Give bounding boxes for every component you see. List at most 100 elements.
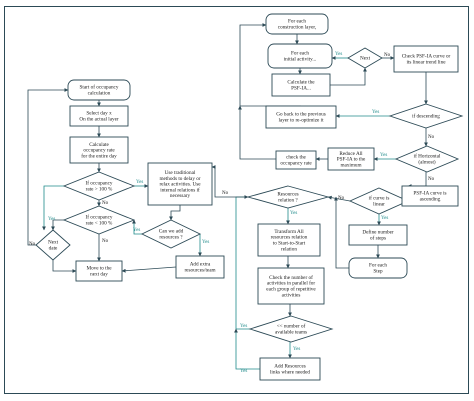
node-text-line: PSF-IA to the <box>337 157 366 163</box>
connector-arrow <box>42 185 64 231</box>
node-if-horizontal: if Horizontal(almost) <box>394 145 460 173</box>
node-text-line: check the <box>286 155 306 161</box>
node-if-descending: if descending <box>388 103 464 129</box>
node-shape <box>394 145 460 173</box>
node-text-line: On the actual layer <box>79 117 119 123</box>
node-text-line: of steps <box>370 235 386 242</box>
node-shape <box>348 257 408 279</box>
node-shape <box>347 47 383 69</box>
node-shape <box>265 105 337 129</box>
node-shape <box>327 147 375 171</box>
node-text-line: necessary <box>170 193 191 199</box>
node-text-line: occupancy rate <box>83 148 115 154</box>
node-shape <box>393 45 459 73</box>
edge-label-yes: Yes <box>372 110 379 115</box>
node-shape <box>69 105 129 127</box>
node-text-line: its linear trend line <box>406 60 446 66</box>
node-text-line: Start of occupancy <box>80 84 119 91</box>
node-shape <box>267 43 333 69</box>
connector-arrow <box>327 195 351 202</box>
connector-arrow <box>169 205 181 221</box>
node-text-line: initial activity... <box>284 57 317 63</box>
node-shape <box>35 229 71 261</box>
flowchart-edges <box>27 23 428 370</box>
node-text-line: resources ? <box>159 235 183 241</box>
node-text-line: Go back to the previous <box>276 112 326 118</box>
node-text-line: Use traditional <box>165 170 196 176</box>
edge-label-yes: Yes <box>380 153 387 158</box>
node-text-line: << number of <box>277 323 306 330</box>
node-text-line: Calculate <box>89 142 109 148</box>
node-text-line: If occupancy <box>86 214 113 221</box>
node-text-line: available teams <box>275 330 307 336</box>
node-text-line: construction layer, <box>278 25 316 31</box>
node-text-line: for the entire day <box>81 152 117 159</box>
edge-label-no: No <box>428 177 435 182</box>
node-text-line: if curve is <box>369 195 390 202</box>
connector-arrow <box>27 88 69 246</box>
connector-arrow <box>334 196 349 269</box>
node-text-line: Transform All <box>274 228 304 235</box>
edge-label-yes: Yes <box>240 369 247 374</box>
node-text-line: Reduce All <box>339 151 363 157</box>
node-shape <box>75 260 123 282</box>
node-text-line: Select day x <box>86 111 112 117</box>
node-next: Next <box>347 47 383 69</box>
node-text-line: calculation <box>88 91 111 97</box>
node-text-line: each group of repetitive <box>266 286 316 293</box>
node-text-line: For each <box>369 263 387 269</box>
edge-label-no: No <box>29 242 36 247</box>
node-shape <box>62 205 136 235</box>
node-text-line: internal relations if <box>160 186 200 193</box>
diagram-frame <box>4 6 469 394</box>
node-text-line: methods to delay or <box>159 176 200 182</box>
connector-arrow <box>330 67 367 86</box>
node-text-line: PSF-IA curve is <box>413 191 446 197</box>
edge-label-yes: Yes <box>240 324 247 329</box>
edge-label-no: No <box>338 196 345 201</box>
edge-label-yes: Yes <box>48 217 55 222</box>
connector-arrow <box>121 266 177 273</box>
node-text-line: maximum <box>340 162 361 168</box>
connector-arrow <box>235 195 250 330</box>
node-text-line: PSF-IA... <box>291 86 311 92</box>
edge-label-yes: Yes <box>335 52 342 57</box>
edge-label-no: No <box>102 239 109 244</box>
edge-label-no: No <box>102 201 109 206</box>
node-text-line: Move to the <box>86 266 112 272</box>
node-shape <box>140 219 202 249</box>
node-text-line: resources/team <box>184 268 215 274</box>
node-text-line: Define number <box>362 229 394 236</box>
node-calc-psf: Calculate thePSF-IA... <box>271 73 331 97</box>
node-text-line: if Horizontal <box>414 153 441 160</box>
node-shape <box>62 171 136 201</box>
node-text-line: links where needed <box>270 370 310 376</box>
node-text-line: relation ? <box>278 198 298 204</box>
node-text-line: Next <box>360 56 371 62</box>
edge-label-yes: Yes <box>133 228 140 233</box>
edge-label-no: No <box>222 191 229 196</box>
node-shape <box>348 224 408 246</box>
node-shape <box>257 223 321 257</box>
node-text-line: For each <box>288 19 306 25</box>
node-text-line: next day <box>90 272 108 278</box>
node-text-line: to Start-to-Start <box>273 241 306 247</box>
node-text-line: Check PSF-IA curve or <box>402 54 451 60</box>
